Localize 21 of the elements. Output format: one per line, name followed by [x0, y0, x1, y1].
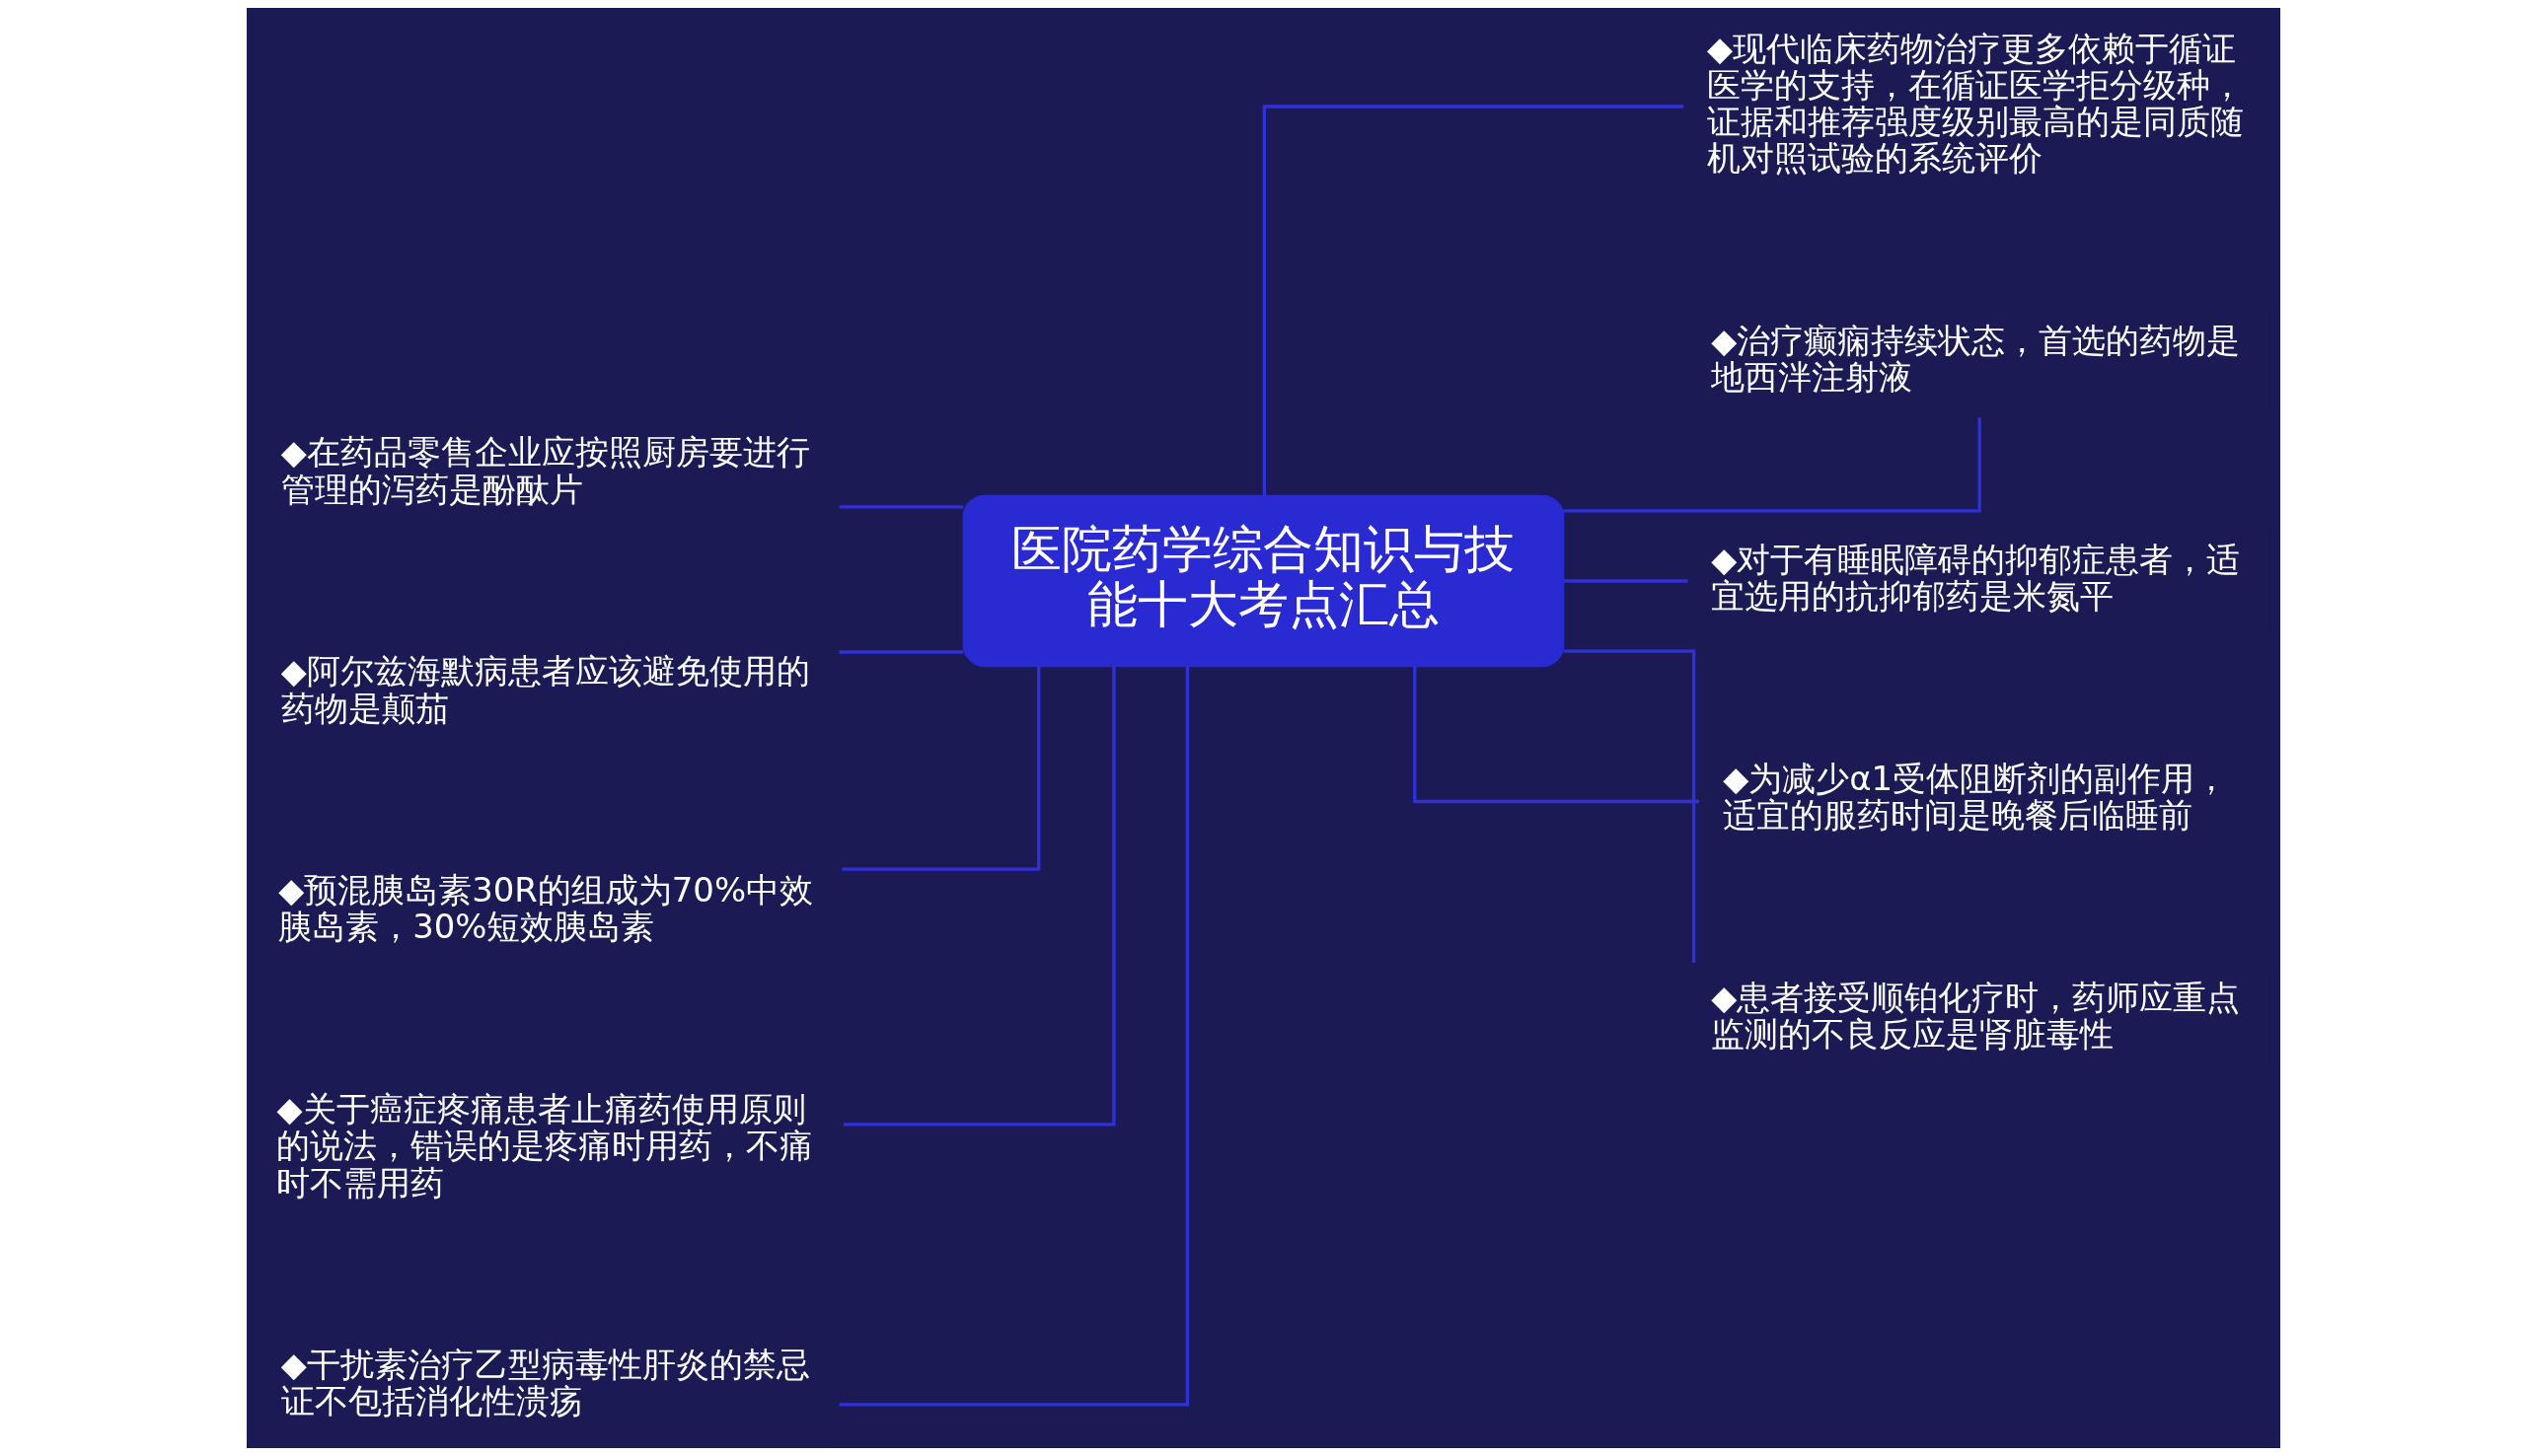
node-text: ◆在药品零售企业应按照厨房要进行管理的泻药是酚酞片: [280, 433, 810, 509]
connector: [1563, 649, 1695, 964]
node-box: 医院药学综合知识与技能十大考点汇总: [962, 494, 1564, 668]
connector: [838, 650, 963, 654]
node-text: ◆对于有睡眠障碍的抑郁症患者，适宜选用的抗抑郁药是米氮平: [1710, 540, 2240, 617]
node-text: ◆患者接受顺铂化疗时，药师应重点监测的不良反应是肾脏毒性: [1710, 978, 2240, 1054]
node-text: ◆预混胰岛素30R的组成为70%中效胰岛素，30%短效胰岛素: [277, 871, 813, 947]
connector: [1262, 105, 1683, 496]
node-text: ◆治疗癫痫持续状态，首选的药物是地西泮注射液: [1710, 321, 2240, 398]
node-text: ◆阿尔兹海默病患者应该避免使用的药物是颠茄: [280, 652, 810, 728]
node-text: ◆干扰素治疗乙型病毒性肝炎的禁忌证不包括消化性溃疡: [280, 1346, 810, 1421]
connector: [1563, 579, 1688, 583]
connector: [1563, 417, 1981, 513]
connector: [838, 505, 963, 509]
connector: [843, 666, 1116, 1127]
node-text: ◆为减少α1受体阻断剂的副作用，适宜的服药时间是晚餐后临睡前: [1722, 759, 2228, 835]
connector: [1412, 666, 1699, 804]
node-text: ◆关于癌症疼痛患者止痛药使用原则的说法，错误的是疼痛时用药，不痛时不需用药: [275, 1089, 813, 1202]
connector: [839, 666, 1189, 1407]
connector: [841, 666, 1040, 871]
node-text: ◆现代临床药物治疗更多依赖于循证医学的支持，在循证医学拒分级种，证据和推荐强度级别最高的是同质随机对照试验的系统评价: [1706, 29, 2244, 179]
